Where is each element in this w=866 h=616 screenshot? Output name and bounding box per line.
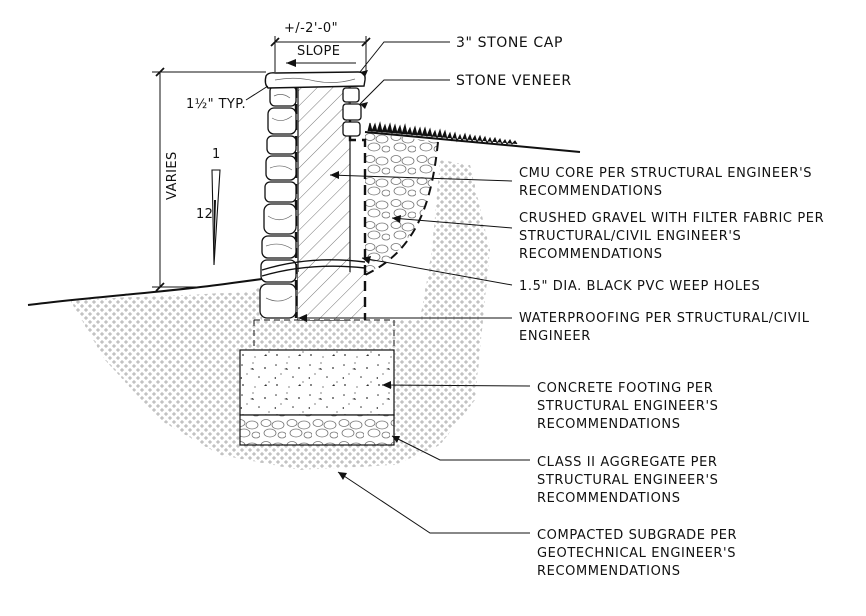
callout-line: STRUCTURAL ENGINEER'S bbox=[537, 399, 719, 414]
callout-class-ii-aggregate: CLASS II AGGREGATE PER STRUCTURAL ENGINE… bbox=[537, 455, 719, 506]
callout-line: 1.5" DIA. BLACK PVC WEEP HOLES bbox=[519, 279, 760, 294]
callout-line: STRUCTURAL/CIVIL ENGINEER'S bbox=[519, 229, 741, 244]
varies-label: VARIES bbox=[165, 151, 180, 200]
wall-base-outline bbox=[253, 320, 395, 350]
callout-line: CONCRETE FOOTING PER bbox=[537, 381, 713, 396]
callout-compacted-subgrade: COMPACTED SUBGRADE PER GEOTECHNICAL ENGI… bbox=[537, 528, 737, 579]
callout-stone-cap: 3" STONE CAP bbox=[456, 35, 563, 51]
callout-cmu-core: CMU CORE PER STRUCTURAL ENGINEER'S RECOM… bbox=[519, 166, 812, 199]
weep-hole bbox=[261, 259, 366, 271]
callout-line: GEOTECHNICAL ENGINEER'S bbox=[537, 546, 736, 561]
finished-grade-left bbox=[27, 278, 263, 306]
callout-line: RECOMMENDATIONS bbox=[519, 184, 663, 199]
ratio-bottom: 12 bbox=[196, 207, 213, 222]
gravel-backfill bbox=[365, 132, 438, 272]
turf-grade bbox=[364, 131, 581, 153]
callout-crushed-gravel: CRUSHED GRAVEL WITH FILTER FABRIC PER ST… bbox=[519, 211, 824, 262]
concrete-footing bbox=[239, 349, 395, 416]
weep-hole-2 bbox=[261, 265, 366, 277]
leader-arrowheads bbox=[298, 70, 401, 480]
filter-fabric-line bbox=[364, 141, 439, 276]
top-width-label: +/-2'-0" bbox=[284, 21, 338, 36]
stone-veneer-left bbox=[259, 85, 297, 319]
callout-line: CRUSHED GRAVEL WITH FILTER FABRIC PER bbox=[519, 211, 824, 226]
callout-line: RECOMMENDATIONS bbox=[519, 247, 663, 262]
callout-line: STRUCTURAL ENGINEER'S bbox=[537, 473, 719, 488]
callout-line: WATERPROOFING PER STRUCTURAL/CIVIL bbox=[519, 311, 810, 326]
callout-concrete-footing: CONCRETE FOOTING PER STRUCTURAL ENGINEER… bbox=[537, 381, 719, 432]
callout-weep-holes: 1.5" DIA. BLACK PVC WEEP HOLES bbox=[519, 279, 760, 294]
callout-waterproofing: WATERPROOFING PER STRUCTURAL/CIVIL ENGIN… bbox=[519, 311, 810, 344]
callout-line: ENGINEER bbox=[519, 329, 591, 344]
varies-dimension: VARIES bbox=[152, 67, 266, 292]
callout-line: STONE VENEER bbox=[456, 73, 572, 89]
callout-line: CMU CORE PER STRUCTURAL ENGINEER'S bbox=[519, 166, 812, 181]
callout-line: RECOMMENDATIONS bbox=[537, 564, 681, 579]
callout-stone-veneer: STONE VENEER bbox=[456, 73, 572, 89]
callout-line: COMPACTED SUBGRADE PER bbox=[537, 528, 737, 543]
turf-grass bbox=[367, 121, 518, 146]
callout-leaders bbox=[298, 41, 531, 534]
callout-line: CLASS II AGGREGATE PER bbox=[537, 455, 718, 470]
stone-veneer-right bbox=[342, 87, 362, 137]
cmu-core-lower bbox=[298, 272, 365, 320]
batter-ratio: 1 12 bbox=[196, 147, 221, 266]
typ-leader bbox=[245, 85, 269, 101]
svg-text:3" STONE CAP: 3" STONE CAP bbox=[456, 35, 563, 51]
stone-texture bbox=[265, 94, 293, 302]
ratio-top: 1 bbox=[212, 147, 221, 162]
slope-arrow: SLOPE bbox=[286, 44, 356, 67]
typ-label: 1½" TYP. bbox=[186, 97, 246, 112]
callout-line: 3" STONE CAP bbox=[456, 35, 563, 51]
class-ii-aggregate bbox=[239, 414, 395, 446]
callout-line: RECOMMENDATIONS bbox=[537, 491, 681, 506]
slope-label: SLOPE bbox=[297, 44, 340, 59]
svg-text:STONE VENEER: STONE VENEER bbox=[456, 73, 572, 89]
top-dimension: +/-2'-0" bbox=[270, 21, 371, 72]
callout-line: RECOMMENDATIONS bbox=[537, 417, 681, 432]
stone-cap-texture bbox=[274, 77, 356, 83]
